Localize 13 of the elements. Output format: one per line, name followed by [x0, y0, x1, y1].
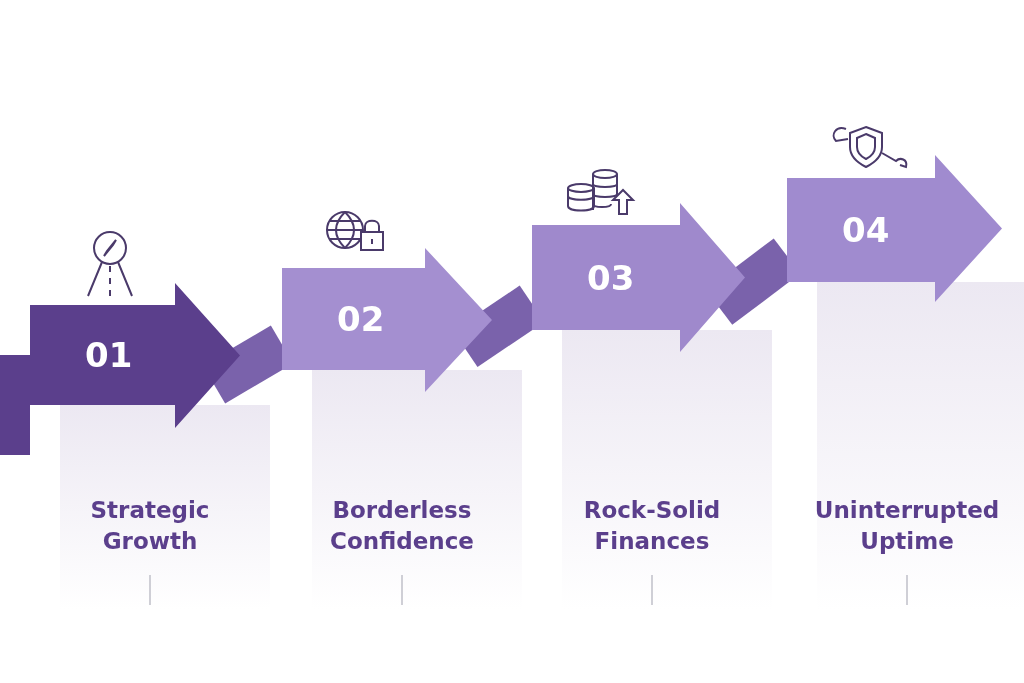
- step-arrow: [787, 155, 1002, 302]
- step-number: 02: [337, 299, 385, 339]
- step-arrow: [532, 203, 745, 352]
- step-number: 01: [85, 335, 133, 375]
- step-title: Uninterrupted Uptime: [813, 496, 1001, 556]
- step-number: 04: [842, 210, 890, 250]
- step-arrow: [282, 248, 492, 392]
- step-title: Strategic Growth: [89, 496, 211, 556]
- step-title: Rock-Solid Finances: [582, 496, 722, 556]
- step-title: Borderless Confidence: [329, 496, 475, 556]
- step-arrow: [30, 283, 240, 428]
- step-number: 03: [587, 257, 635, 298]
- ribbon-connector: [0, 355, 30, 455]
